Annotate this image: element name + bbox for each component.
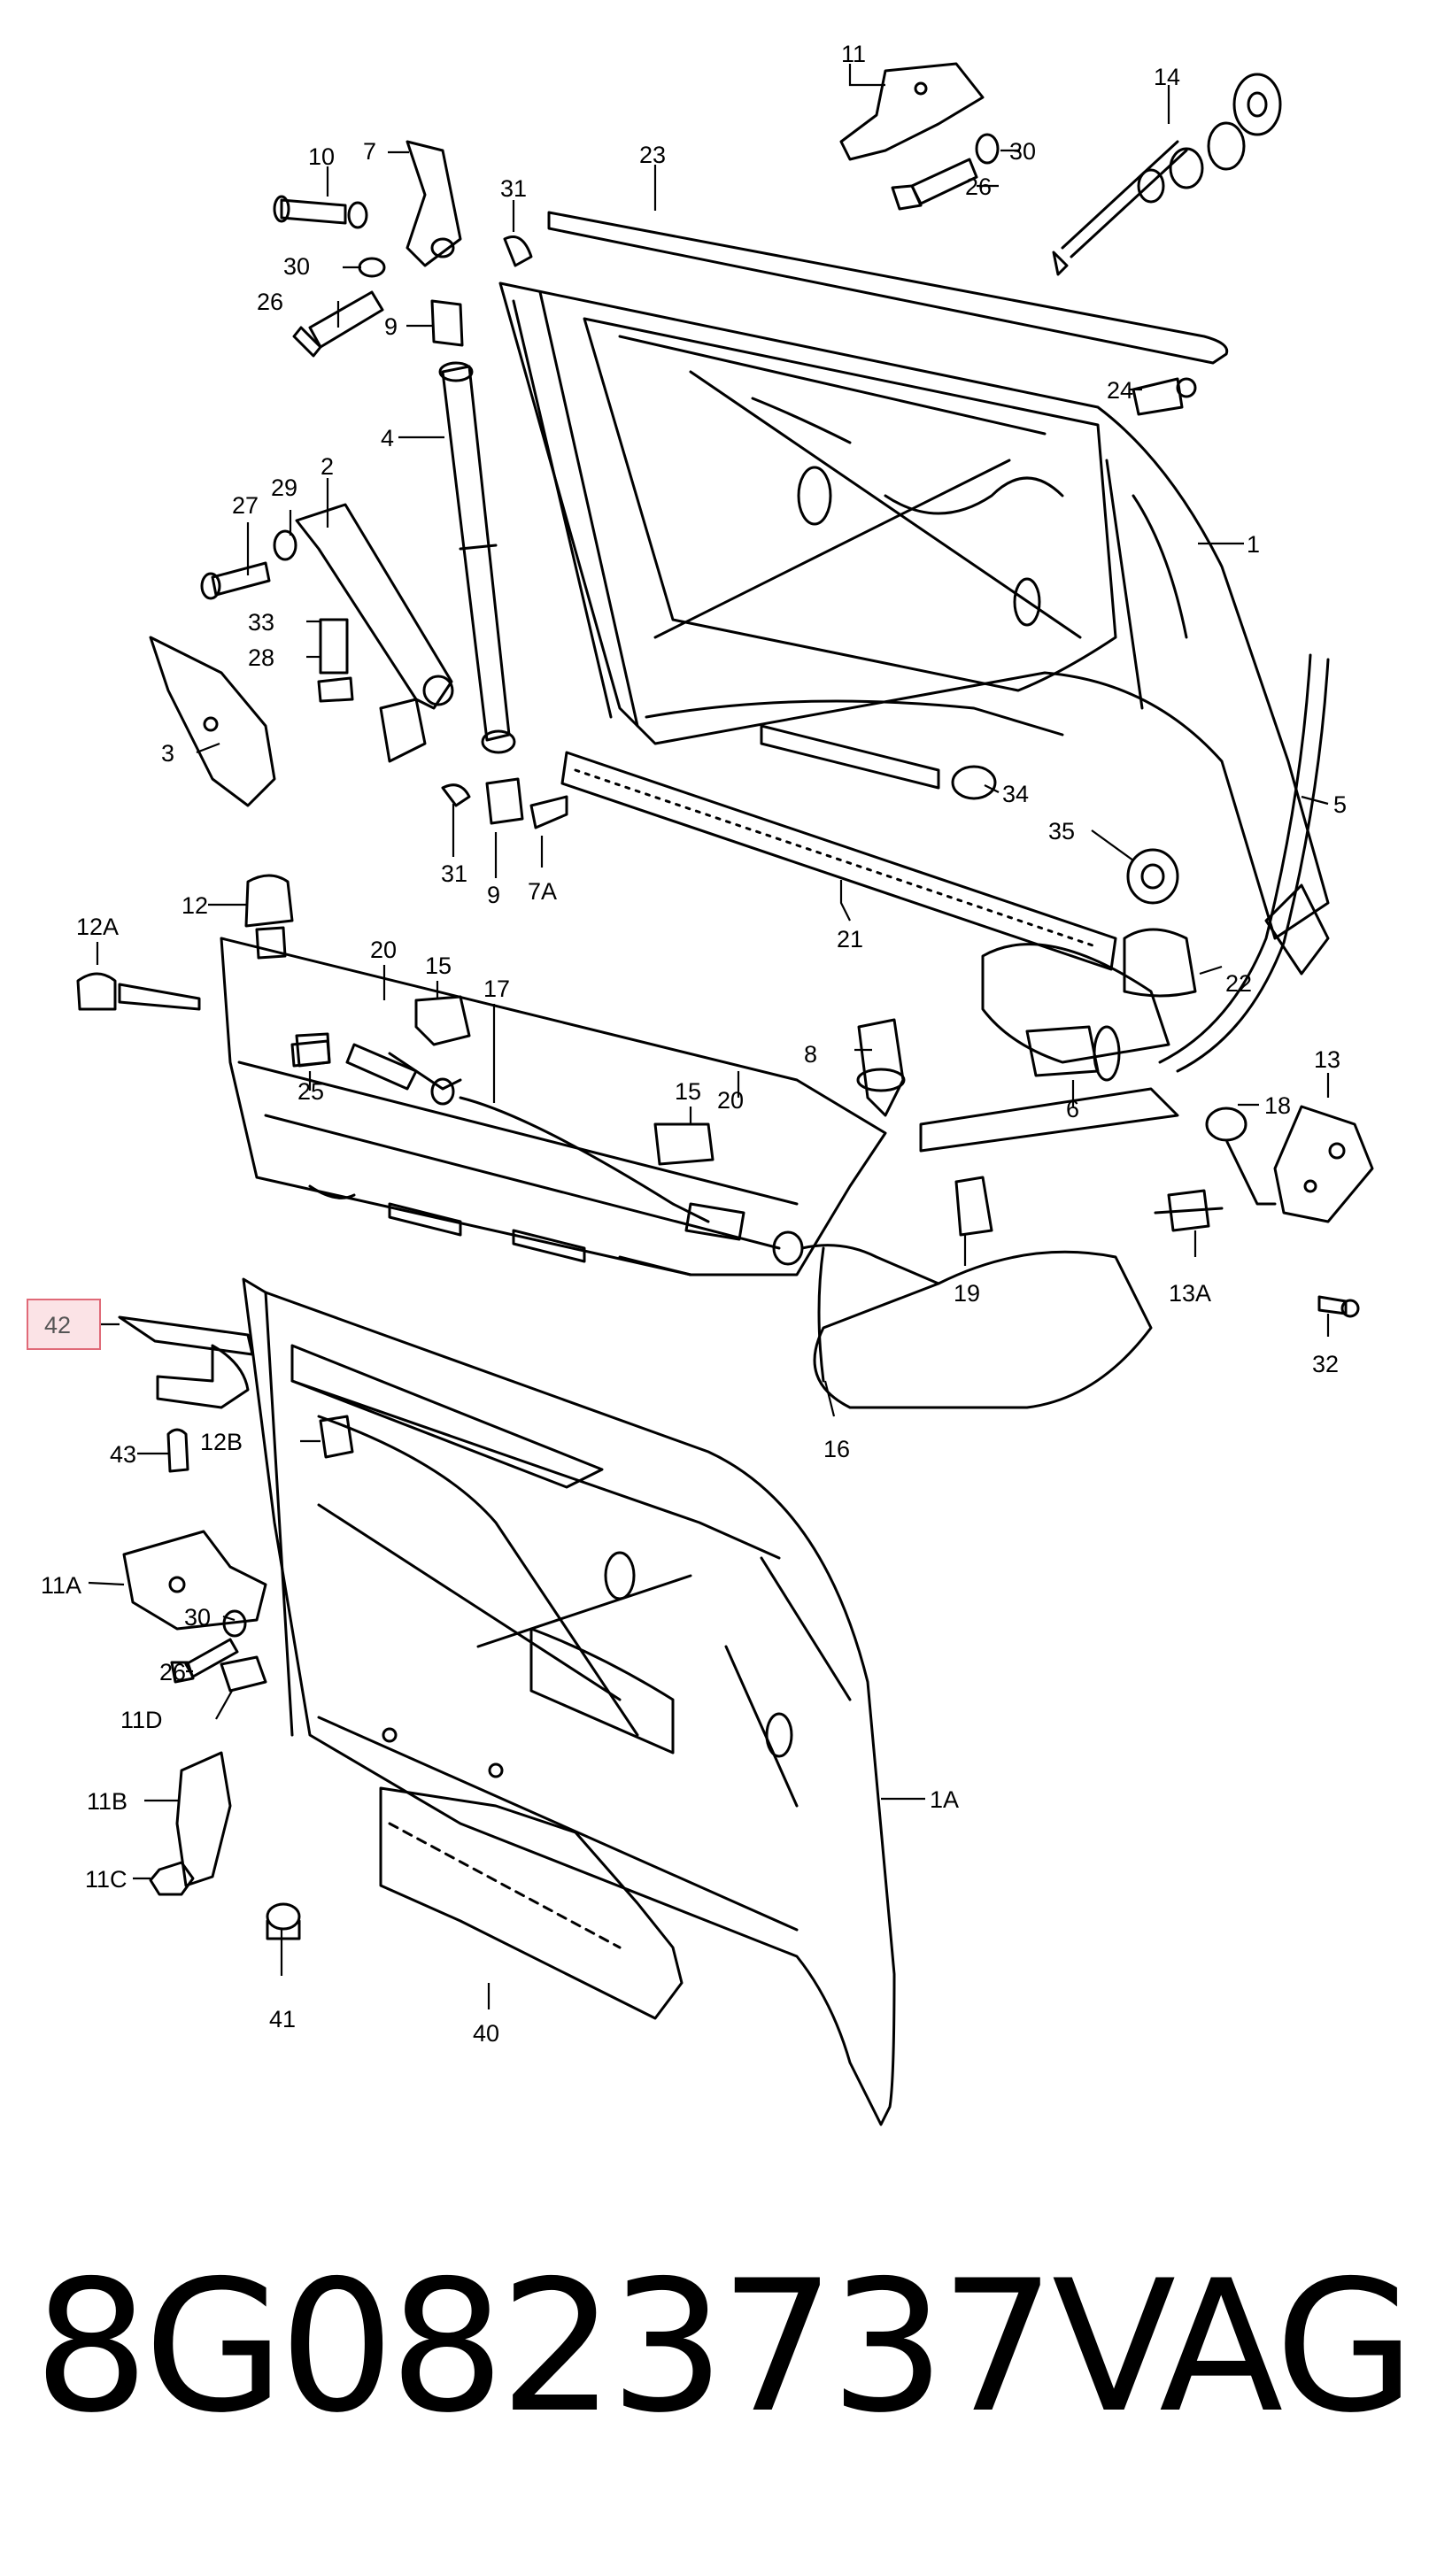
label-34: 34 bbox=[1002, 781, 1029, 807]
label-17: 17 bbox=[483, 976, 510, 1002]
label-32: 32 bbox=[1312, 1351, 1339, 1377]
latch-and-pin-drawing bbox=[839, 62, 1282, 416]
label-43: 43 bbox=[110, 1441, 136, 1468]
label-8: 8 bbox=[804, 1041, 817, 1068]
label-20: 20 bbox=[370, 937, 397, 963]
label-9: 9 bbox=[384, 313, 398, 340]
label-31: 31 bbox=[500, 175, 527, 202]
label-12B: 12B bbox=[200, 1429, 243, 1455]
label-14: 14 bbox=[1154, 64, 1180, 90]
leader-lines bbox=[88, 64, 1330, 2009]
label-13A: 13A bbox=[1169, 1280, 1211, 1307]
label-27: 27 bbox=[232, 492, 259, 519]
label-5: 5 bbox=[1333, 791, 1347, 818]
highlighted-part-42[interactable]: 42 bbox=[27, 1299, 101, 1350]
label-10: 10 bbox=[308, 143, 335, 170]
label-4: 4 bbox=[381, 425, 394, 451]
label-21: 21 bbox=[837, 926, 863, 953]
callout-labels: 11 14 30 26 10 7 31 23 30 26 9 4 24 1 27… bbox=[41, 41, 1347, 2047]
label-30-lower: 30 bbox=[184, 1604, 211, 1631]
label-26: 26 bbox=[965, 174, 992, 200]
label-18: 18 bbox=[1264, 1092, 1291, 1119]
label-7: 7 bbox=[363, 138, 376, 165]
label-22: 22 bbox=[1225, 970, 1252, 997]
label-15: 15 bbox=[425, 953, 452, 979]
label-33: 33 bbox=[248, 609, 274, 636]
label-35: 35 bbox=[1048, 818, 1075, 845]
part-number: 8G0823737 bbox=[34, 2242, 1055, 2453]
label-30: 30 bbox=[1009, 138, 1036, 165]
label-15-center: 15 bbox=[675, 1078, 701, 1105]
label-11D: 11D bbox=[120, 1707, 163, 1733]
label-1: 1 bbox=[1247, 531, 1260, 558]
label-1A: 1A bbox=[930, 1786, 959, 1813]
label-16: 16 bbox=[823, 1436, 850, 1462]
label-12A: 12A bbox=[76, 914, 119, 940]
label-26-lower: 26 bbox=[159, 1659, 186, 1685]
label-23: 23 bbox=[639, 142, 666, 168]
label-13: 13 bbox=[1314, 1046, 1340, 1073]
label-30-left: 30 bbox=[283, 253, 310, 280]
label-7A: 7A bbox=[528, 878, 557, 905]
hinge-and-strut-drawing bbox=[149, 140, 568, 829]
label-19: 19 bbox=[954, 1280, 980, 1307]
label-6: 6 bbox=[1066, 1096, 1079, 1122]
label-26-left: 26 bbox=[257, 289, 283, 315]
label-42: 42 bbox=[44, 1312, 71, 1338]
label-20-center: 20 bbox=[717, 1087, 744, 1114]
front-body-drawing bbox=[76, 653, 1374, 1409]
label-11B: 11B bbox=[87, 1788, 127, 1815]
label-2: 2 bbox=[321, 453, 334, 480]
label-9-lower: 9 bbox=[487, 882, 500, 908]
label-3: 3 bbox=[161, 740, 174, 767]
label-12: 12 bbox=[182, 892, 208, 919]
brand-name: VAG bbox=[1052, 2242, 1416, 2453]
lower-hood-drawing bbox=[118, 1277, 896, 2126]
label-28: 28 bbox=[248, 644, 274, 671]
label-25: 25 bbox=[297, 1078, 324, 1105]
label-11A: 11A bbox=[41, 1572, 81, 1599]
label-40: 40 bbox=[473, 2020, 499, 2047]
label-31-lower: 31 bbox=[441, 860, 467, 887]
upper-hood-drawing bbox=[498, 211, 1330, 971]
label-11: 11 bbox=[841, 41, 866, 67]
label-29: 29 bbox=[271, 474, 297, 501]
label-41: 41 bbox=[269, 2006, 296, 2032]
highlight-box bbox=[27, 1299, 101, 1350]
label-24: 24 bbox=[1107, 377, 1133, 404]
label-11C: 11C bbox=[85, 1866, 127, 1893]
